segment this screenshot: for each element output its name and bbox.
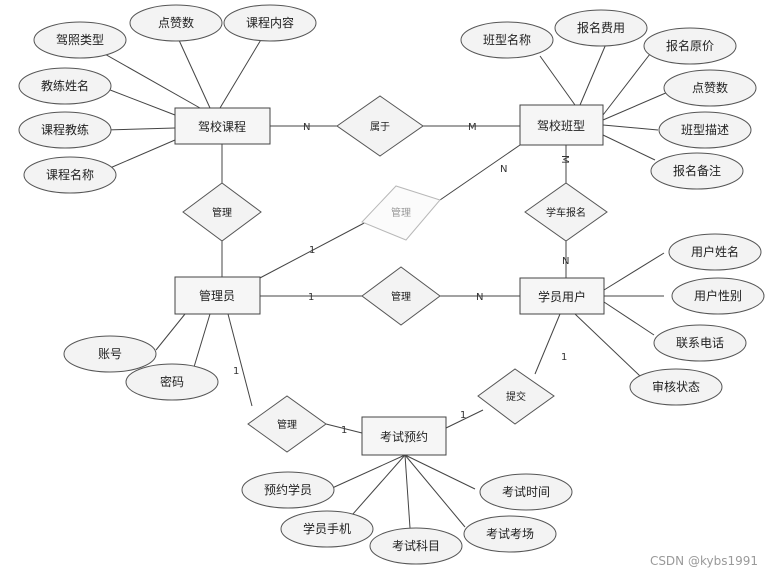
attr-exam-student: 预约学员: [241, 471, 335, 509]
svg-text:报名费用: 报名费用: [577, 20, 625, 35]
relation-submit[interactable]: 提交: [477, 368, 555, 425]
connector-lines: [79, 37, 669, 529]
svg-text:课程名称: 课程名称: [46, 167, 94, 182]
svg-text:考试考场: 考试考场: [486, 526, 534, 541]
attr-exam-venue: 考试考场: [463, 515, 557, 553]
attr-student-review-status: 审核状态: [629, 368, 723, 406]
svg-text:驾校课程: 驾校课程: [198, 119, 246, 134]
attr-admin-account: 账号: [63, 335, 157, 373]
attr-class-name: 班型名称: [460, 21, 554, 59]
svg-text:账号: 账号: [98, 347, 122, 361]
attr-student-gender: 用户性别: [671, 277, 765, 315]
svg-text:学员手机: 学员手机: [303, 521, 351, 536]
entity-admin[interactable]: 管理员: [174, 276, 261, 315]
attr-exam-subject: 考试科目: [369, 527, 463, 565]
svg-text:考试时间: 考试时间: [502, 484, 550, 499]
relation-manage-course[interactable]: 管理: [182, 182, 262, 242]
card-class-enroll: M: [559, 155, 570, 164]
entity-student[interactable]: 学员用户: [519, 277, 605, 315]
attr-student-name: 用户姓名: [668, 233, 762, 271]
svg-text:审核状态: 审核状态: [652, 379, 700, 394]
attr-class-likes: 点赞数: [663, 69, 757, 107]
relation-enroll[interactable]: 学车报名: [524, 182, 608, 242]
svg-text:管理: 管理: [212, 206, 232, 219]
svg-text:提交: 提交: [506, 390, 526, 403]
card-exam-submit-1: 1: [460, 410, 466, 421]
card-admin-exam-1: 1: [233, 366, 239, 377]
entity-course[interactable]: 驾校课程: [174, 107, 271, 145]
svg-text:联系电话: 联系电话: [676, 336, 724, 350]
svg-text:点赞数: 点赞数: [692, 80, 728, 95]
svg-text:班型描述: 班型描述: [681, 123, 729, 137]
relation-manage-class[interactable]: 管理: [361, 185, 441, 241]
svg-text:管理: 管理: [391, 290, 411, 303]
svg-text:教练姓名: 教练姓名: [41, 78, 89, 93]
card-enroll-student: N: [562, 256, 569, 267]
card-belongs-class: M: [468, 122, 477, 133]
attr-course-license-type: 驾照类型: [33, 21, 127, 59]
svg-text:用户性别: 用户性别: [694, 288, 742, 303]
relation-manage-exam[interactable]: 管理: [247, 395, 327, 453]
cardinality-labels: N M M N 1 N 1 N 1 1 1 1: [233, 122, 570, 436]
card-admin-student-1: 1: [308, 292, 314, 303]
attr-exam-time: 考试时间: [479, 473, 573, 511]
attr-course-content: 课程内容: [223, 4, 317, 42]
svg-text:管理: 管理: [277, 418, 297, 431]
attr-class-note: 报名备注: [650, 152, 744, 190]
svg-text:报名原价: 报名原价: [666, 38, 714, 53]
card-student-submit-1: 1: [561, 352, 567, 363]
svg-text:属于: 属于: [370, 121, 390, 133]
svg-text:密码: 密码: [160, 374, 184, 389]
attr-course-likes: 点赞数: [129, 4, 223, 42]
svg-text:学车报名: 学车报名: [546, 206, 586, 219]
relation-manage-student[interactable]: 管理: [361, 266, 441, 326]
entity-exam[interactable]: 考试预约: [361, 416, 447, 456]
svg-text:用户姓名: 用户姓名: [691, 244, 739, 259]
attr-course-name: 课程名称: [23, 156, 117, 194]
svg-text:点赞数: 点赞数: [158, 15, 194, 30]
attr-class-description: 班型描述: [658, 111, 752, 149]
svg-text:考试科目: 考试科目: [392, 538, 440, 553]
attr-exam-student-phone: 学员手机: [280, 510, 374, 548]
svg-text:管理: 管理: [391, 206, 411, 219]
attr-course-coach: 课程教练: [18, 111, 112, 149]
attr-admin-password: 密码: [125, 363, 219, 401]
attr-student-phone: 联系电话: [653, 324, 747, 362]
svg-text:管理员: 管理员: [199, 288, 235, 303]
card-admin-class-1: 1: [309, 245, 315, 256]
svg-text:预约学员: 预约学员: [264, 482, 312, 497]
svg-text:课程内容: 课程内容: [246, 15, 294, 30]
attr-class-fee: 报名费用: [554, 9, 648, 47]
card-admin-student-n: N: [476, 292, 483, 303]
svg-text:驾照类型: 驾照类型: [56, 33, 104, 47]
svg-text:驾校班型: 驾校班型: [537, 118, 585, 133]
attr-class-original-price: 报名原价: [643, 27, 737, 65]
watermark: CSDN @kybs1991: [649, 554, 758, 568]
svg-text:班型名称: 班型名称: [483, 32, 531, 47]
card-exam-admin-1: 1: [341, 425, 347, 436]
attr-course-coach-name: 教练姓名: [18, 67, 112, 105]
relation-belongs[interactable]: 属于: [336, 95, 424, 157]
card-admin-class-n: N: [500, 164, 507, 175]
svg-text:报名备注: 报名备注: [673, 163, 721, 178]
entity-class[interactable]: 驾校班型: [519, 104, 604, 146]
card-course-belongs: N: [303, 122, 310, 133]
svg-text:学员用户: 学员用户: [538, 289, 586, 304]
svg-text:课程教练: 课程教练: [41, 122, 89, 137]
svg-text:考试预约: 考试预约: [380, 429, 428, 444]
